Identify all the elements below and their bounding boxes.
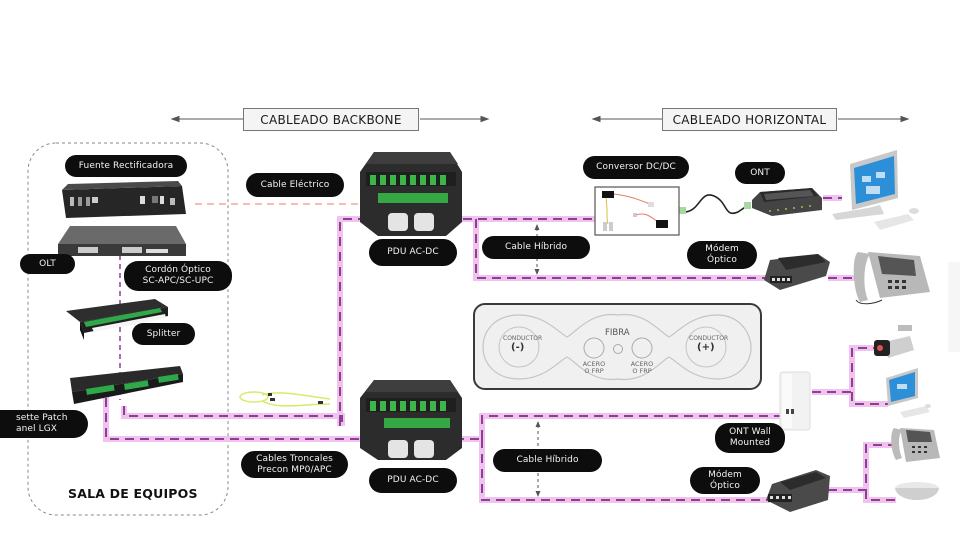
- dc-power-cord: [683, 194, 751, 215]
- label-modem-top: Módem Óptico: [687, 241, 757, 269]
- dc-dc-converter-icon: [594, 186, 680, 236]
- pdu-icon: [360, 380, 462, 460]
- backbone-arrow: [170, 115, 490, 123]
- fiber-label: FIBRA: [605, 328, 630, 338]
- right-strength-label: ACERO O FRP: [630, 360, 654, 375]
- splitter-tray-icon: [66, 299, 168, 340]
- label-conversor-dc-dc: Conversor DC/DC: [583, 156, 689, 179]
- dimension-arrow-head: [534, 269, 540, 275]
- pdu-icon: [360, 152, 462, 236]
- patch-panel-icon: [70, 366, 183, 404]
- page-edge-panel: [948, 262, 960, 352]
- label-fuente-rectificadora: Fuente Rectificadora: [65, 155, 187, 177]
- backbone-section-title: CABLEADO BACKBONE: [243, 108, 419, 131]
- ont-wall-mounted-icon: [779, 371, 811, 431]
- horizontal-arrow: [591, 115, 910, 123]
- access-point-icon: [895, 482, 939, 500]
- label-cable-electrico: Cable Eléctrico: [246, 173, 344, 197]
- ip-phone-icon: [853, 252, 930, 305]
- dimension-arrow-head: [535, 491, 541, 497]
- desktop-computer-icon: [886, 368, 931, 418]
- connector-icon: [679, 207, 686, 214]
- label-cable-hibrido-top: Cable Híbrido: [482, 236, 590, 259]
- label-cassette-patch-panel: sette Patch anel LGX: [0, 410, 88, 438]
- label-pdu-top: PDU AC-DC: [369, 239, 457, 266]
- label-cables-troncales: Cables Troncales Precon MP0/APC: [241, 451, 348, 478]
- right-conductor-caption: CONDUCTOR: [689, 335, 729, 342]
- rectifier-icon: [62, 181, 186, 218]
- left-conductor-sign: (-): [511, 342, 525, 353]
- optical-modem-icon: [764, 254, 830, 290]
- fiber-trunk-cable-icon: [239, 391, 331, 407]
- label-ont: ONT: [735, 162, 785, 184]
- left-strength-label: ACERO O FRP: [582, 360, 606, 375]
- label-olt: OLT: [20, 254, 75, 274]
- connector-icon: [744, 202, 751, 209]
- ip-phone-icon: [891, 428, 940, 462]
- left-conductor-caption: CONDUCTOR: [503, 335, 543, 342]
- hybrid-cable-cross-section: CONDUCTOR (-) CONDUCTOR (+) FIBRA ACERO …: [473, 303, 762, 390]
- dimension-arrow-head: [534, 224, 540, 230]
- hybrid-cable: [105, 197, 896, 501]
- equipment-room-title: SALA DE EQUIPOS: [68, 486, 198, 501]
- security-camera-icon: [874, 325, 914, 358]
- cross-section-shape: [482, 314, 752, 380]
- horizontal-section-title: CABLEADO HORIZONTAL: [662, 108, 837, 131]
- label-pdu-bottom: PDU AC-DC: [369, 468, 457, 493]
- optical-modem-icon: [766, 470, 830, 512]
- desktop-computer-icon: [832, 150, 919, 230]
- equipment-room-boundary: [27, 142, 229, 516]
- olt-icon: [58, 226, 186, 256]
- right-conductor-sign: (+): [697, 342, 715, 353]
- label-cable-hibrido-bottom: Cable Híbrido: [493, 449, 602, 472]
- label-splitter: Splitter: [132, 323, 195, 345]
- dimension-arrow-head: [535, 421, 541, 427]
- ont-router-icon: [752, 188, 822, 216]
- label-modem-bottom: Módem Óptico: [690, 467, 760, 494]
- label-cordon-optico: Cordón Óptico SC-APC/SC-UPC: [124, 261, 232, 291]
- label-ont-wall-mounted: ONT Wall Mounted: [715, 423, 785, 453]
